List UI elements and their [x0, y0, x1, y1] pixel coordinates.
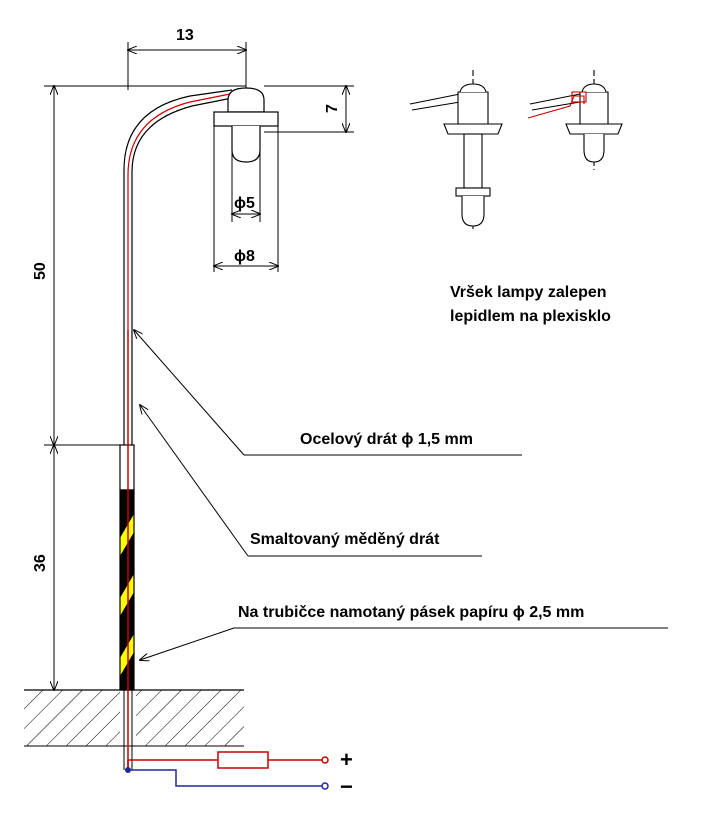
minus-terminal [321, 782, 329, 790]
steel-wire-label: Ocelový drát ϕ 1,5 mm [300, 431, 473, 448]
paper-tube [119, 444, 135, 770]
dim-bulb-diameter: ϕ5 [234, 195, 255, 212]
dimension-lines [44, 42, 354, 690]
top-note-line-2: lepidlem na plexisklo [450, 308, 611, 325]
dim-socket-diameter: ϕ8 [234, 248, 255, 265]
top-note-line-1: Vršek lampy zalepen [450, 284, 607, 301]
wiring [125, 330, 329, 790]
ground [24, 689, 244, 747]
lamp-detail-2 [527, 70, 623, 170]
post-pole [123, 89, 233, 445]
dim-lamp-height: 7 [324, 104, 341, 113]
dim-lower-height: 36 [32, 554, 49, 572]
plus-label: + [340, 747, 353, 772]
lamp-head [213, 87, 279, 163]
copper-wire-label: Smaltovaný měděný drát [250, 531, 440, 548]
dim-upper-height: 50 [32, 262, 49, 280]
leader-lines [134, 330, 668, 660]
lamp-detail-1 [409, 70, 503, 230]
plus-terminal [321, 756, 329, 764]
dim-arm-width: 13 [176, 27, 194, 44]
minus-label: − [340, 774, 353, 799]
resistor [217, 751, 269, 769]
paper-tape-label: Na trubičce namotaný pásek papíru ϕ 2,5 … [238, 604, 584, 621]
